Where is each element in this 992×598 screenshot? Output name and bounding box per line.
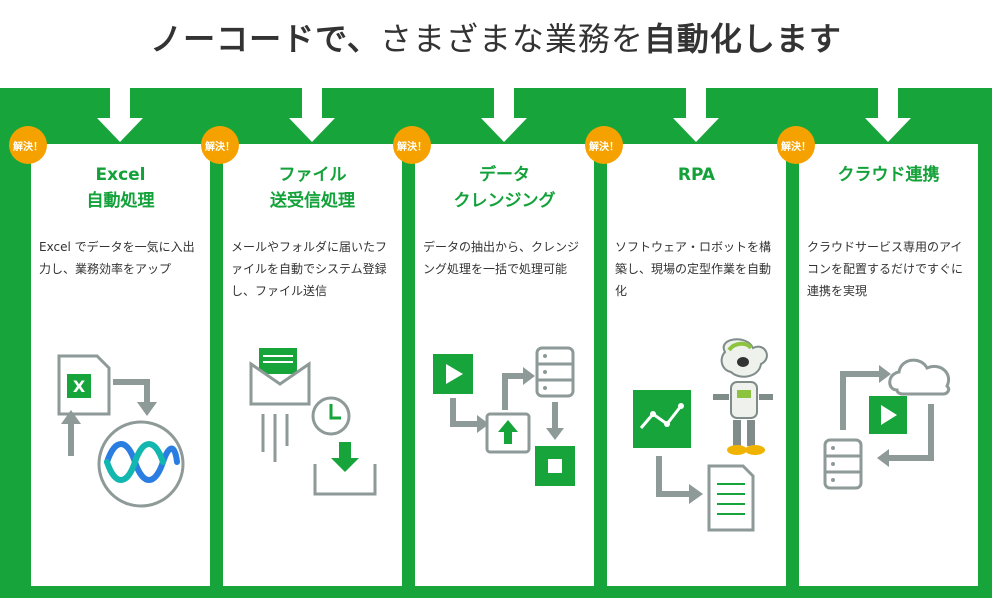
solution-badge: 解決！ — [393, 126, 431, 164]
clock-icon — [311, 396, 351, 436]
card-rpa: RPA ソフトウェア・ロボットを構築し、現場の定型作業を自動化 — [607, 144, 786, 586]
document-icon — [707, 464, 755, 532]
card-excel: Excel 自動処理 Excel でデータを一気に入出力し、業務効率をアップ X — [31, 144, 210, 586]
headline-part-2: さまざまな業務を — [379, 20, 644, 58]
excel-illustration: X — [57, 354, 185, 508]
logo-wave-icon — [97, 420, 185, 508]
headline-part-3: 自動化します — [643, 20, 842, 58]
database-icon — [823, 438, 863, 490]
down-arrow-icon — [97, 88, 143, 142]
card-description: クラウドサービス専用のアイコンを配置するだけですぐに連携を実現 — [807, 240, 964, 298]
play-icon — [433, 354, 473, 394]
cloud-illustration — [823, 358, 951, 490]
solution-badge: 解決！ — [9, 126, 47, 164]
card-description: ソフトウェア・ロボットを構築し、現場の定型作業を自動化 — [615, 240, 772, 298]
solution-badge: 解決！ — [201, 126, 239, 164]
solution-badge: 解決！ — [777, 126, 815, 164]
down-arrow-icon — [289, 88, 335, 142]
card-file-transfer: ファイル 送受信処理 メールやフォルダに届いたファイルを自動でシステム登録し、フ… — [223, 144, 402, 586]
file-illustration — [249, 348, 377, 496]
excel-icon: X — [57, 354, 111, 416]
robot-mascot-icon — [713, 338, 773, 455]
rpa-illustration — [633, 338, 773, 532]
card-data-cleansing: データ クレンジング データの抽出から、クレンジング処理を一括で処理可能 — [415, 144, 594, 586]
line-chart-icon — [633, 390, 691, 448]
down-arrow-icon — [673, 88, 719, 142]
play-icon — [869, 396, 907, 434]
card-title: データ クレンジング — [453, 165, 556, 211]
stop-icon — [535, 446, 575, 486]
loop-arrow-icon — [68, 379, 150, 456]
page-headline: ノーコードで、さまざまな業務を自動化します — [0, 14, 992, 60]
down-arrow-icon — [481, 88, 527, 142]
card-title: ファイル 送受信処理 — [270, 165, 355, 211]
cloud-icon — [888, 358, 951, 396]
card-title: RPA — [677, 165, 716, 185]
down-arrow-icon — [865, 88, 911, 142]
headline-part-1: ノーコードで、 — [150, 20, 380, 58]
upload-drive-icon — [485, 412, 531, 454]
svg-text:X: X — [73, 377, 86, 396]
database-icon — [535, 346, 575, 398]
cleansing-illustration — [433, 346, 575, 486]
envelope-icon — [249, 348, 311, 406]
card-title: Excel 自動処理 — [86, 165, 155, 211]
card-description: Excel でデータを一気に入出力し、業務効率をアップ — [39, 240, 195, 276]
card-title: クラウド連携 — [837, 165, 940, 185]
card-description: データの抽出から、クレンジング処理を一括で処理可能 — [423, 240, 580, 276]
download-tray-icon — [313, 442, 377, 496]
solution-badge: 解決！ — [585, 126, 623, 164]
card-cloud-integration: クラウド連携 クラウドサービス専用のアイコンを配置するだけですぐに連携を実現 — [799, 144, 978, 586]
card-description: メールやフォルダに届いたファイルを自動でシステム登録し、ファイル送信 — [231, 240, 388, 298]
